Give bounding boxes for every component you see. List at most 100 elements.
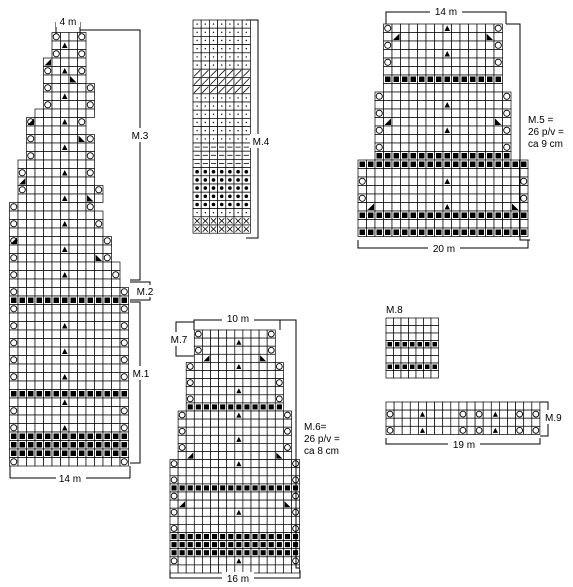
grid-cell	[425, 66, 435, 76]
grid-cell	[119, 380, 129, 390]
grid-cell	[476, 142, 486, 152]
purl-symbol	[453, 161, 459, 167]
grid-cell	[34, 159, 44, 169]
grid-cell	[408, 91, 418, 101]
grid-cell	[468, 40, 478, 50]
purl-symbol	[36, 297, 42, 303]
right-decrease-symbol	[276, 452, 283, 459]
grid-cell	[383, 185, 393, 195]
grid-cell	[366, 168, 376, 178]
grid-cell	[193, 394, 203, 404]
purl-symbol	[195, 550, 201, 556]
grid-cell	[242, 353, 252, 363]
grid-cell	[226, 329, 236, 339]
purl-symbol	[179, 542, 185, 548]
purl-symbol	[45, 442, 51, 448]
grid-cell	[111, 346, 121, 356]
grid-cell	[68, 83, 78, 93]
purl-symbol	[179, 534, 185, 540]
grid-cell	[493, 193, 503, 203]
grid-cell	[434, 23, 444, 33]
purl-symbol	[368, 212, 374, 218]
purl-symbol	[444, 212, 450, 218]
grid-cell	[68, 278, 78, 288]
hatch-symbol	[226, 69, 234, 77]
grid-cell	[417, 193, 427, 203]
m2-label: M.2	[137, 287, 154, 298]
grid-cell	[26, 423, 36, 433]
grid-cell	[26, 457, 36, 467]
yarn-over-symbol	[358, 194, 366, 202]
small-dot-symbol	[196, 130, 198, 132]
yarn-over-symbol	[516, 410, 524, 418]
purl-symbol	[427, 76, 433, 82]
grid-cell	[68, 244, 78, 254]
purl-symbol	[427, 212, 433, 218]
grid-cell	[451, 202, 461, 212]
grid-cell	[523, 409, 533, 419]
yarn-over-symbol	[384, 41, 392, 49]
grid-cell	[383, 100, 393, 110]
grid-cell	[250, 467, 260, 477]
grid-cell	[111, 338, 121, 348]
grid-cell	[258, 394, 268, 404]
grid-cell	[60, 304, 70, 314]
grid-cell	[202, 362, 211, 371]
purl-symbol	[410, 76, 416, 82]
decrease-symbol	[236, 509, 242, 515]
grid-cell	[51, 423, 61, 433]
grid-cell	[485, 117, 495, 127]
m9-label-bg	[544, 410, 570, 424]
yarn-over-symbol	[78, 33, 86, 41]
grid-cell	[185, 524, 195, 533]
purl-symbol	[521, 229, 527, 235]
grid-cell	[451, 142, 461, 152]
purl-symbol	[521, 212, 527, 218]
purl-symbol	[70, 433, 76, 439]
grid-cell	[210, 426, 219, 436]
grid-cell	[26, 414, 36, 424]
grid-cell	[43, 304, 53, 314]
hatch-symbol	[218, 78, 226, 85]
grid-cell	[60, 108, 70, 118]
m3-label: M.3	[132, 131, 149, 142]
grid-cell	[423, 317, 432, 326]
grid-cell	[77, 219, 87, 229]
grid-cell	[499, 417, 508, 427]
purl-symbol	[28, 297, 34, 303]
grid-cell	[193, 451, 203, 460]
purl-symbol	[220, 485, 226, 491]
yarn-over-symbol	[178, 444, 186, 451]
yarn-over-symbol	[27, 152, 35, 160]
grid-cell	[485, 176, 495, 186]
grid-cell	[111, 372, 121, 382]
purl-symbol	[36, 391, 42, 397]
grid-cell	[9, 397, 19, 407]
grid-cell	[226, 418, 236, 428]
grid-cell	[408, 325, 417, 334]
left-decrease-symbol	[203, 355, 210, 362]
grid-cell	[68, 380, 78, 390]
grid-cell	[210, 499, 219, 509]
grid-cell	[476, 100, 486, 110]
purl-symbol	[495, 153, 501, 159]
grid-cell	[474, 417, 484, 427]
grid-cell	[77, 142, 87, 152]
yarn-over-symbol	[10, 356, 18, 364]
grid-cell	[266, 410, 276, 420]
grid-cell	[423, 332, 432, 341]
yarn-over-symbol	[120, 373, 128, 381]
grid-cell	[77, 312, 87, 322]
grid-cell	[400, 142, 410, 152]
purl-symbol	[387, 364, 392, 369]
grid-cell	[85, 108, 95, 118]
hatch-symbol	[201, 78, 209, 85]
grid-cell	[493, 219, 503, 229]
hatch-symbol	[218, 86, 226, 94]
grid-cell	[34, 304, 44, 314]
grid-cell	[111, 278, 121, 288]
dot-symbol	[211, 202, 216, 207]
grid-cell	[94, 423, 104, 433]
yarn-over-symbol	[10, 339, 18, 347]
grid-cell	[17, 372, 27, 382]
